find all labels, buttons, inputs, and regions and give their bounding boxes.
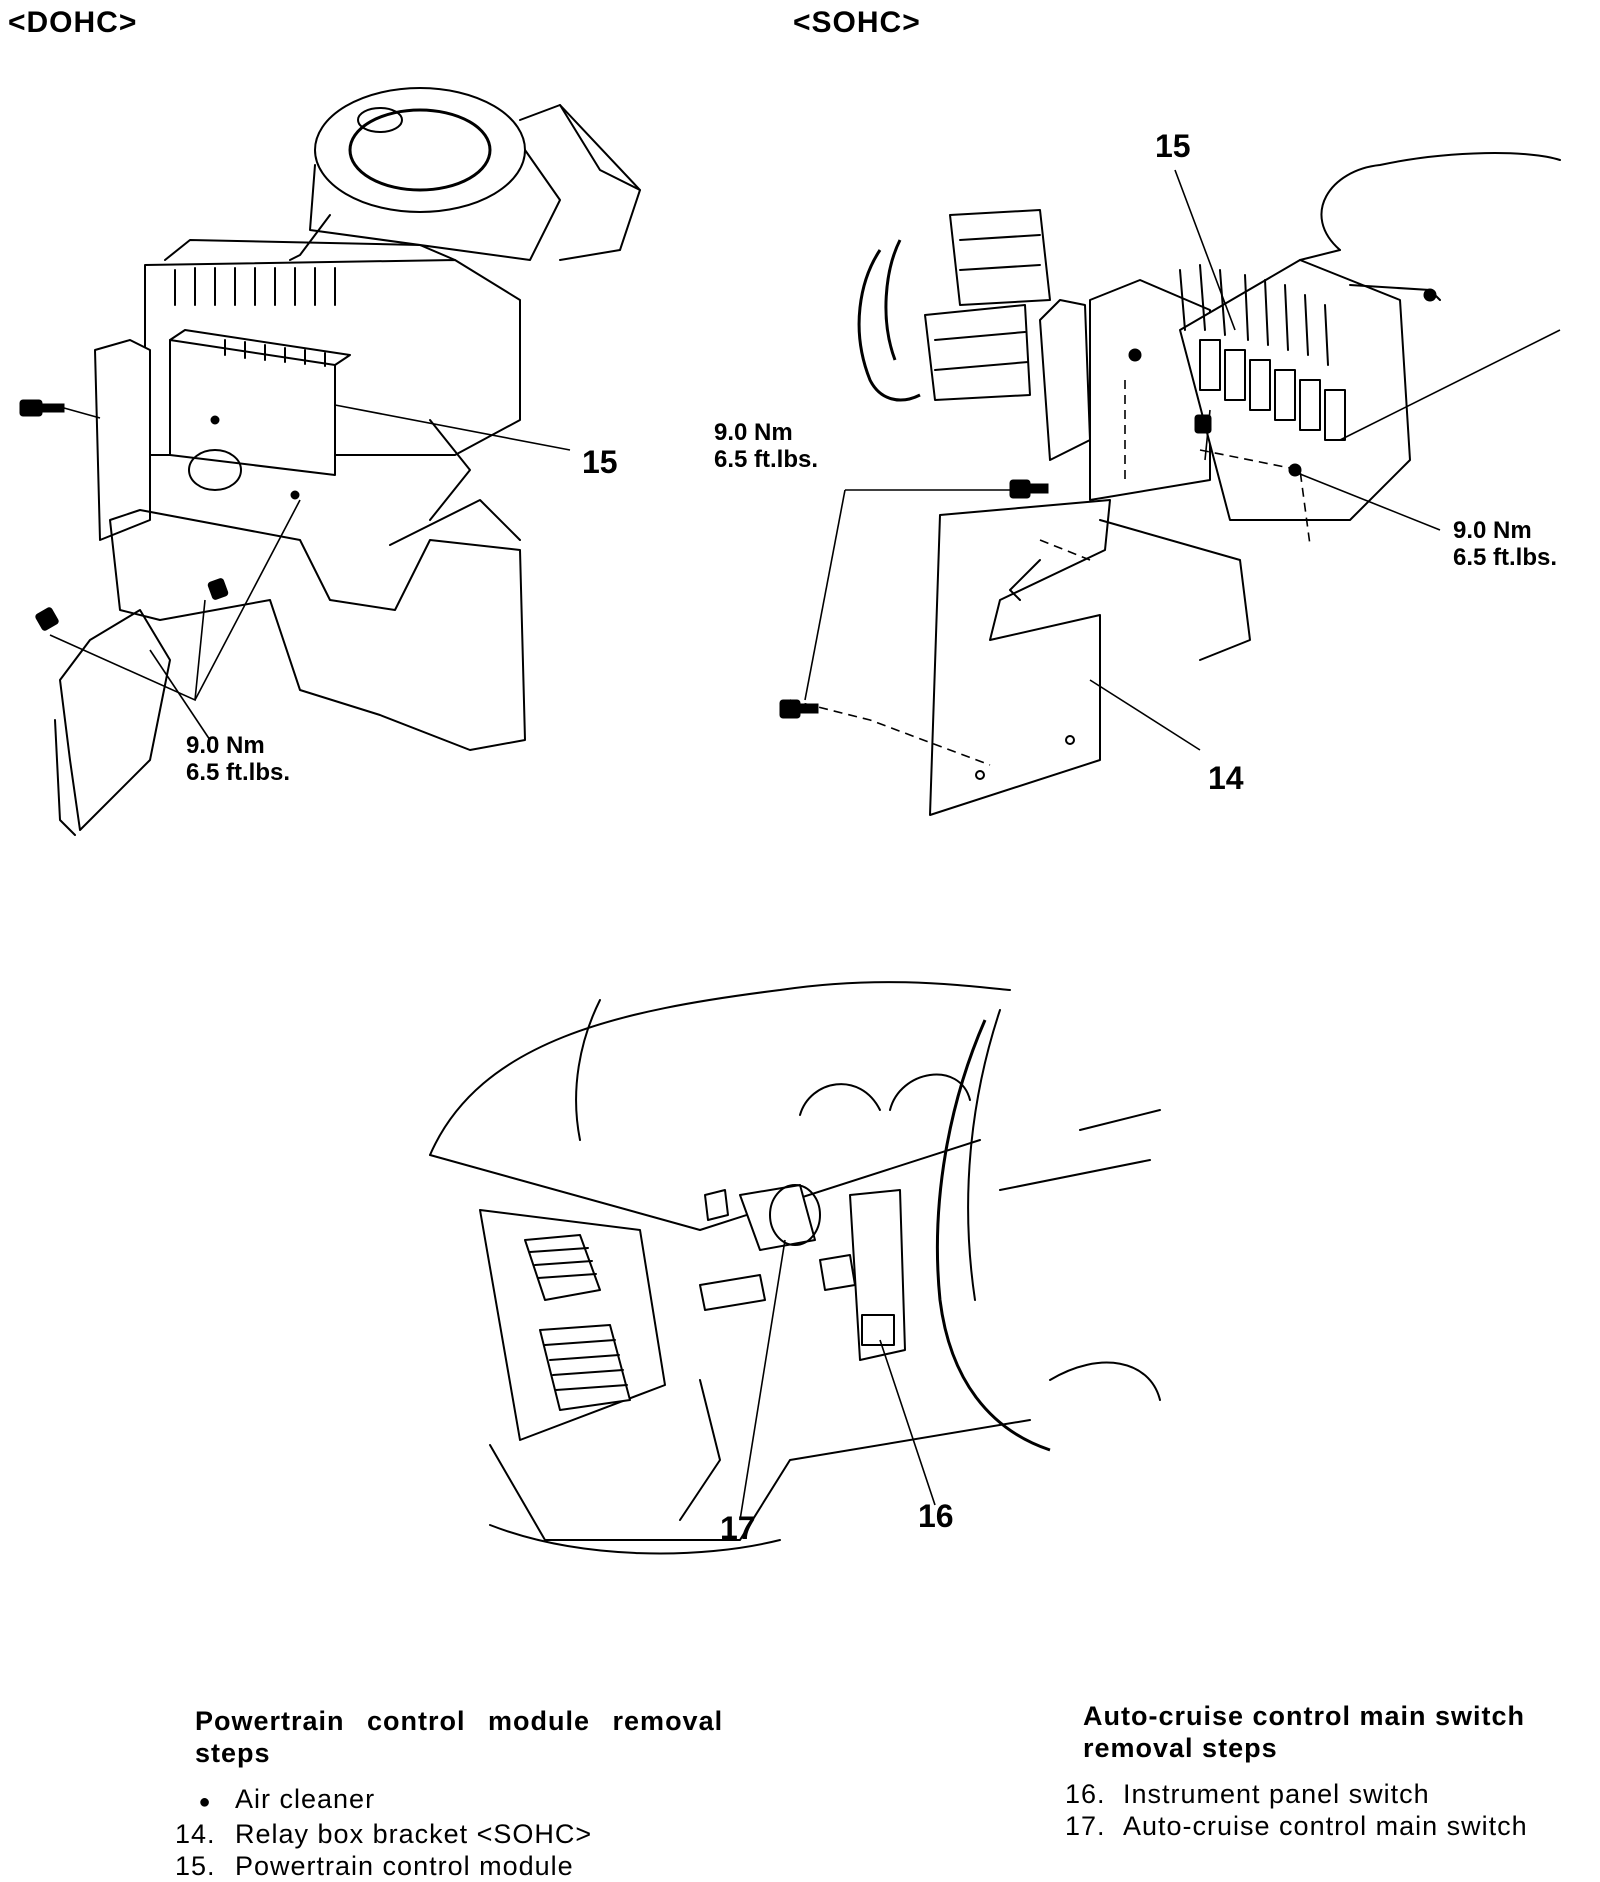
pcm-steps-title-line2: steps <box>195 1738 271 1768</box>
torque-ftlbs: 6.5 ft.lbs. <box>714 446 819 473</box>
dohc-heading: <DOHC> <box>8 6 138 39</box>
dohc-illustration <box>20 88 640 835</box>
connector-lower <box>925 305 1030 400</box>
cruise-steps-title-line1: Auto-cruise control main switch <box>1083 1701 1526 1731</box>
torque-spec-dohc: 9.0 Nm 6.5 ft.lbs. <box>186 732 290 786</box>
connector-upper <box>950 210 1050 305</box>
torque-spec-sohc-right: 9.0 Nm 6.5 ft.lbs. <box>1453 517 1557 571</box>
sohc-illustration <box>780 153 1560 815</box>
cruise-main-switch <box>740 1185 815 1250</box>
pcm-step-14: 14.Relay box bracket <SOHC> <box>175 1819 593 1849</box>
torque-nm: 9.0 Nm <box>186 732 265 759</box>
pcm-step-15: 15.Powertrain control module <box>175 1851 574 1881</box>
bullet-icon: ● <box>198 1791 212 1813</box>
instrument-panel-switch <box>850 1190 905 1360</box>
callout-15-sohc: 15 <box>1155 128 1191 164</box>
callout-17: 17 <box>720 1510 756 1546</box>
callout-14-sohc: 14 <box>1208 760 1244 796</box>
sohc-heading: <SOHC> <box>793 6 921 39</box>
pcm-removal-steps: Powertrain control module removal steps … <box>175 1705 815 1882</box>
air-cleaner-lid <box>315 88 525 212</box>
callout-16: 16 <box>918 1498 954 1534</box>
relay-box-bracket <box>930 500 1110 815</box>
torque-spec-sohc-left: 9.0 Nm 6.5 ft.lbs. <box>714 419 818 473</box>
cruise-removal-steps: Auto-cruise control main switch removal … <box>1065 1700 1595 1842</box>
callout-15-dohc: 15 <box>582 444 618 480</box>
cruise-steps-title-line2: removal steps <box>1083 1733 1278 1763</box>
cruise-step-17: 17.Auto-cruise control main switch <box>1065 1811 1528 1841</box>
torque-nm: 9.0 Nm <box>1453 517 1532 544</box>
cruise-step-16: 16.Instrument panel switch <box>1065 1779 1430 1809</box>
pcm-step-1: ●Air cleaner <box>175 1783 815 1818</box>
torque-ftlbs: 6.5 ft.lbs. <box>186 759 291 786</box>
steering-wheel <box>937 1020 1050 1450</box>
pcm-module-dohc <box>170 340 335 475</box>
air-vent-lower <box>540 1325 630 1410</box>
torque-ftlbs: 6.5 ft.lbs. <box>1453 544 1558 571</box>
pcm-steps-title-line1: Powertrain control module removal <box>195 1706 724 1736</box>
torque-nm: 9.0 Nm <box>714 419 793 446</box>
dashboard-illustration <box>430 982 1160 1553</box>
air-vent-upper <box>525 1235 600 1300</box>
